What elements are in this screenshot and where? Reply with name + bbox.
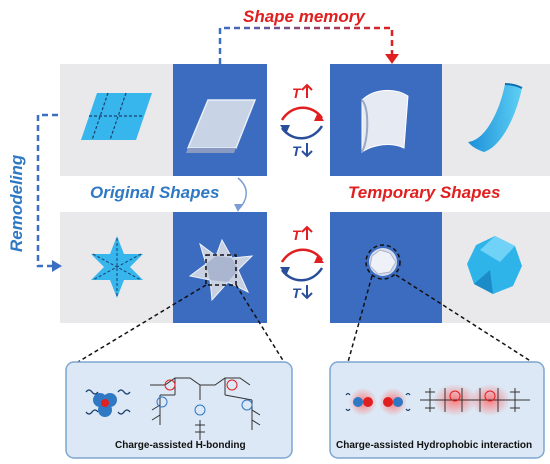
remodeling-label: Remodeling: [7, 154, 26, 252]
h-bonding-structure: [150, 377, 261, 440]
zoom-circle-right: [365, 244, 401, 280]
heat-label-top: T: [292, 85, 302, 101]
flat-sheet: [186, 99, 257, 153]
heat-cool-cycle-bottom: [280, 248, 324, 282]
shape-memory-arrowhead: [385, 54, 399, 64]
original-to-folded-arrowhead: [234, 204, 242, 212]
cool-label-top: T: [292, 143, 302, 159]
zoom-line-right-b: [395, 274, 533, 363]
temporary-shapes-label: Temporary Shapes: [348, 183, 500, 202]
inset-h-bonding: [65, 361, 293, 459]
zoom-line-right-a: [347, 275, 373, 363]
hydrophobic-pair-icon: [345, 388, 411, 416]
crumpled-ball: [369, 248, 397, 276]
cool-label-bottom: T: [292, 285, 302, 301]
heat-up-arrow-bottom: [301, 225, 313, 240]
cool-down-arrow-bottom: [301, 285, 313, 300]
heptagon-render: [467, 236, 522, 294]
zoom-line-left-b: [235, 284, 285, 363]
original-shapes-label: Original Shapes: [90, 183, 219, 202]
h-bonding-cluster-icon: [85, 389, 131, 417]
shape-memory-arrow: [218, 26, 394, 64]
hydrophobic-caption: Charge-assisted Hydrophobic interaction: [336, 440, 532, 451]
heat-label-bottom: T: [292, 227, 302, 243]
star-shape: [91, 236, 143, 298]
zoom-box-left: [205, 254, 237, 286]
zoom-line-left-a: [77, 284, 207, 363]
h-bonding-caption: Charge-assisted H-bonding: [115, 440, 246, 451]
heat-cool-cycle-top: [280, 106, 324, 140]
cool-down-arrow-top: [301, 143, 313, 158]
remodeling-arrow: [36, 113, 58, 268]
heat-up-arrow-top: [301, 83, 313, 98]
curved-sheet-render: [468, 83, 523, 152]
remodeling-arrowhead: [52, 260, 62, 272]
bent-sheet: [361, 90, 409, 153]
parallelogram-shape: [81, 92, 152, 141]
hydrophobic-structure: [420, 384, 530, 416]
shape-memory-label: Shape memory: [243, 7, 366, 26]
